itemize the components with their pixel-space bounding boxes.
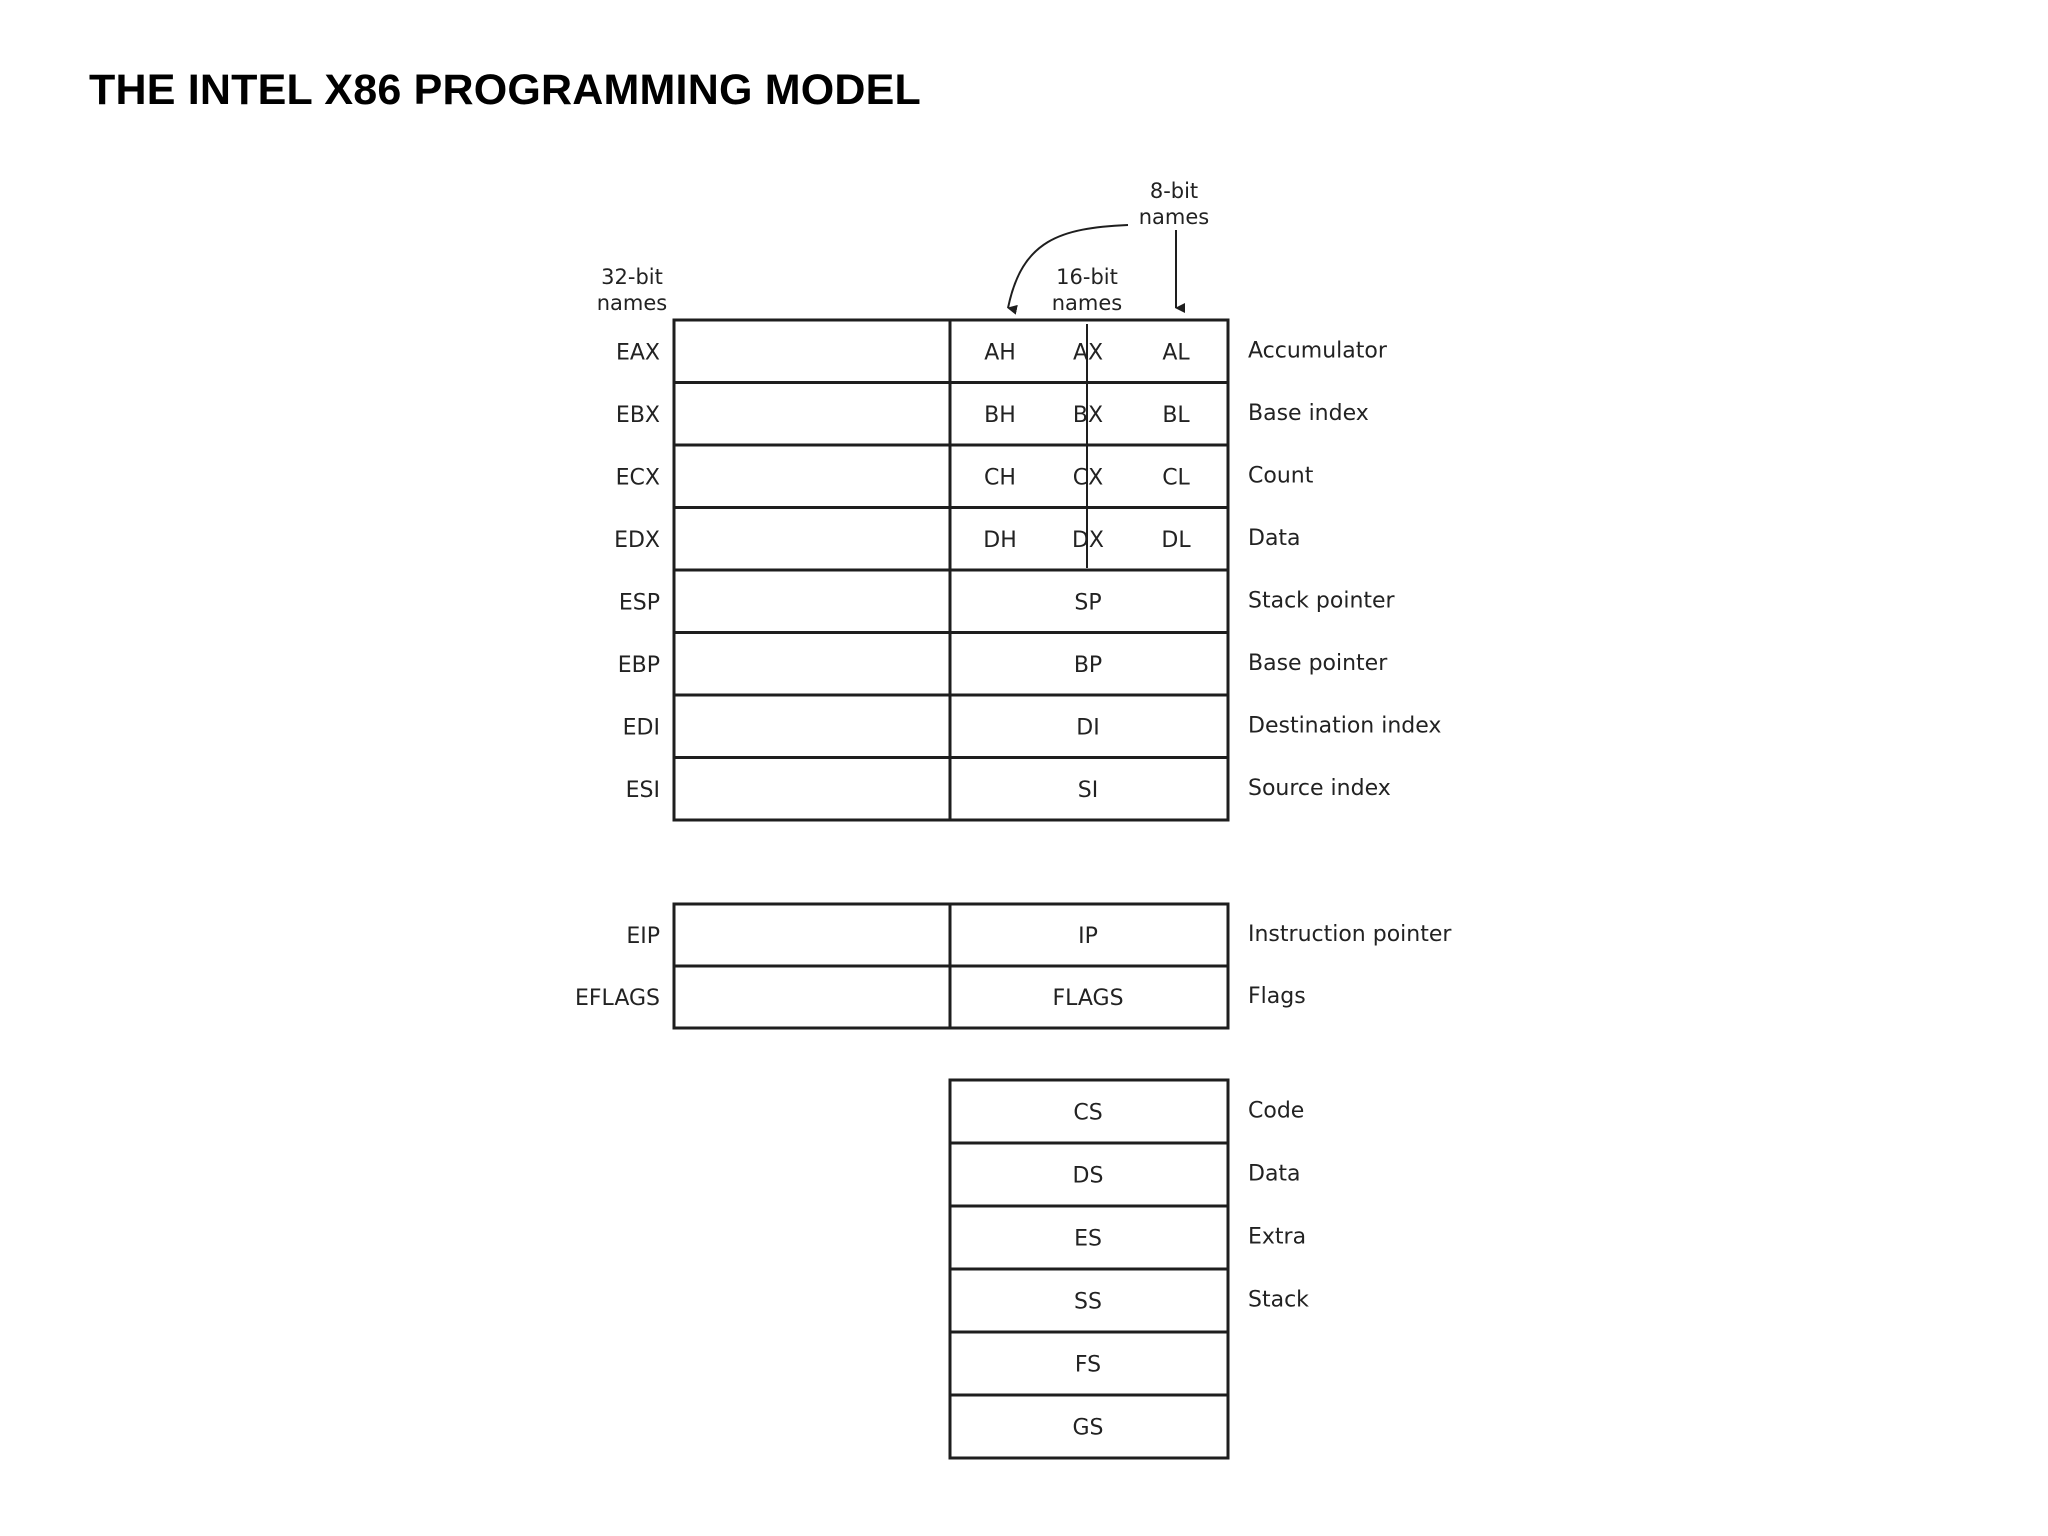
cell-segment-fs [948,1330,1230,1397]
register-name-16-flags: FLAGS [1052,986,1123,1011]
cell-lower-eax [948,318,1230,384]
arrow-to-high-byte [1007,224,1129,315]
cell-lower-eip [948,902,1230,968]
register-desc-ebp: Base pointer [1248,651,1388,676]
register-name-16-bp: BP [1074,653,1102,678]
register-name-8-ah: AH [984,340,1016,365]
cell-upper-edi [672,693,952,759]
cell-upper-eax [672,318,952,384]
cell-segment-gs [948,1393,1230,1460]
cell-upper-ebp [672,631,952,697]
register-desc-es: Extra [1248,1225,1306,1250]
register-name-8-ch: CH [984,465,1016,490]
cell-upper-edx [672,506,952,572]
header-8bit-line1: 8-bit [1150,179,1198,203]
cell-upper-esp [672,568,952,634]
register-desc-edx: Data [1248,526,1301,551]
cell-upper-esi [672,756,952,822]
register-name-16-si: SI [1078,778,1098,803]
register-desc-ss: Stack [1248,1288,1309,1313]
register-desc-eflags: Flags [1248,984,1306,1009]
register-name-32-esp: ESP [619,590,660,615]
cell-segment-ss [948,1267,1230,1334]
register-name-segment-es: ES [1074,1227,1102,1252]
cell-lower-eflags [948,964,1230,1030]
register-desc-esi: Source index [1248,776,1391,801]
cell-lower-ebp [948,631,1230,697]
register-desc-edi: Destination index [1248,713,1441,738]
slide-title: THE INTEL X86 PROGRAMMING MODEL [89,66,922,114]
register-name-8-dl: DL [1161,528,1191,553]
cell-upper-ecx [672,443,952,509]
register-name-32-esi: ESI [626,778,660,803]
cell-upper-ebx [672,381,952,447]
cell-segment-ds [948,1141,1230,1208]
register-name-32-ecx: ECX [616,465,660,490]
register-name-32-ebp: EBP [618,653,660,678]
cell-lower-edi [948,693,1230,759]
register-desc-eax: Accumulator [1248,338,1388,363]
header-16bit-line2: names [1052,291,1123,315]
register-name-segment-gs: GS [1072,1416,1103,1441]
cell-lower-ecx [948,443,1230,509]
cell-segment-es [948,1204,1230,1271]
register-name-8-cl: CL [1162,465,1190,490]
cell-lower-esi [948,756,1230,822]
register-name-segment-ds: DS [1073,1164,1104,1189]
header-32bit-line2: names [597,291,668,315]
register-name-8-al: AL [1162,340,1190,365]
header-32bit-line1: 32-bit [601,265,663,289]
cell-lower-edx [948,506,1230,572]
register-name-16-ip: IP [1078,924,1098,949]
cell-lower-esp [948,568,1230,634]
register-name-32-edi: EDI [623,715,660,740]
register-desc-ds: Data [1248,1162,1301,1187]
register-name-32-eflags: EFLAGS [575,986,660,1011]
header-16bit-line1: 16-bit [1056,265,1118,289]
cell-upper-eip [672,902,952,968]
register-name-segment-fs: FS [1075,1353,1101,1378]
register-name-16-di: DI [1076,715,1099,740]
register-name-segment-ss: SS [1074,1290,1102,1315]
register-desc-ebx: Base index [1248,401,1369,426]
register-name-32-eax: EAX [616,340,660,365]
register-name-segment-cs: CS [1073,1101,1102,1126]
header-8bit-line2: names [1139,205,1210,229]
register-desc-esp: Stack pointer [1248,588,1396,613]
register-name-32-eip: EIP [626,924,660,949]
register-desc-eip: Instruction pointer [1248,922,1452,947]
cell-upper-eflags [672,964,952,1030]
register-name-8-dh: DH [983,528,1016,553]
register-name-8-bh: BH [984,403,1016,428]
register-name-32-ebx: EBX [616,403,660,428]
register-desc-cs: Code [1248,1099,1304,1124]
register-name-32-edx: EDX [614,528,660,553]
register-name-16-sp: SP [1074,590,1101,615]
register-desc-ecx: Count [1248,463,1314,488]
cell-segment-cs [948,1078,1230,1145]
register-name-8-bl: BL [1162,403,1190,428]
